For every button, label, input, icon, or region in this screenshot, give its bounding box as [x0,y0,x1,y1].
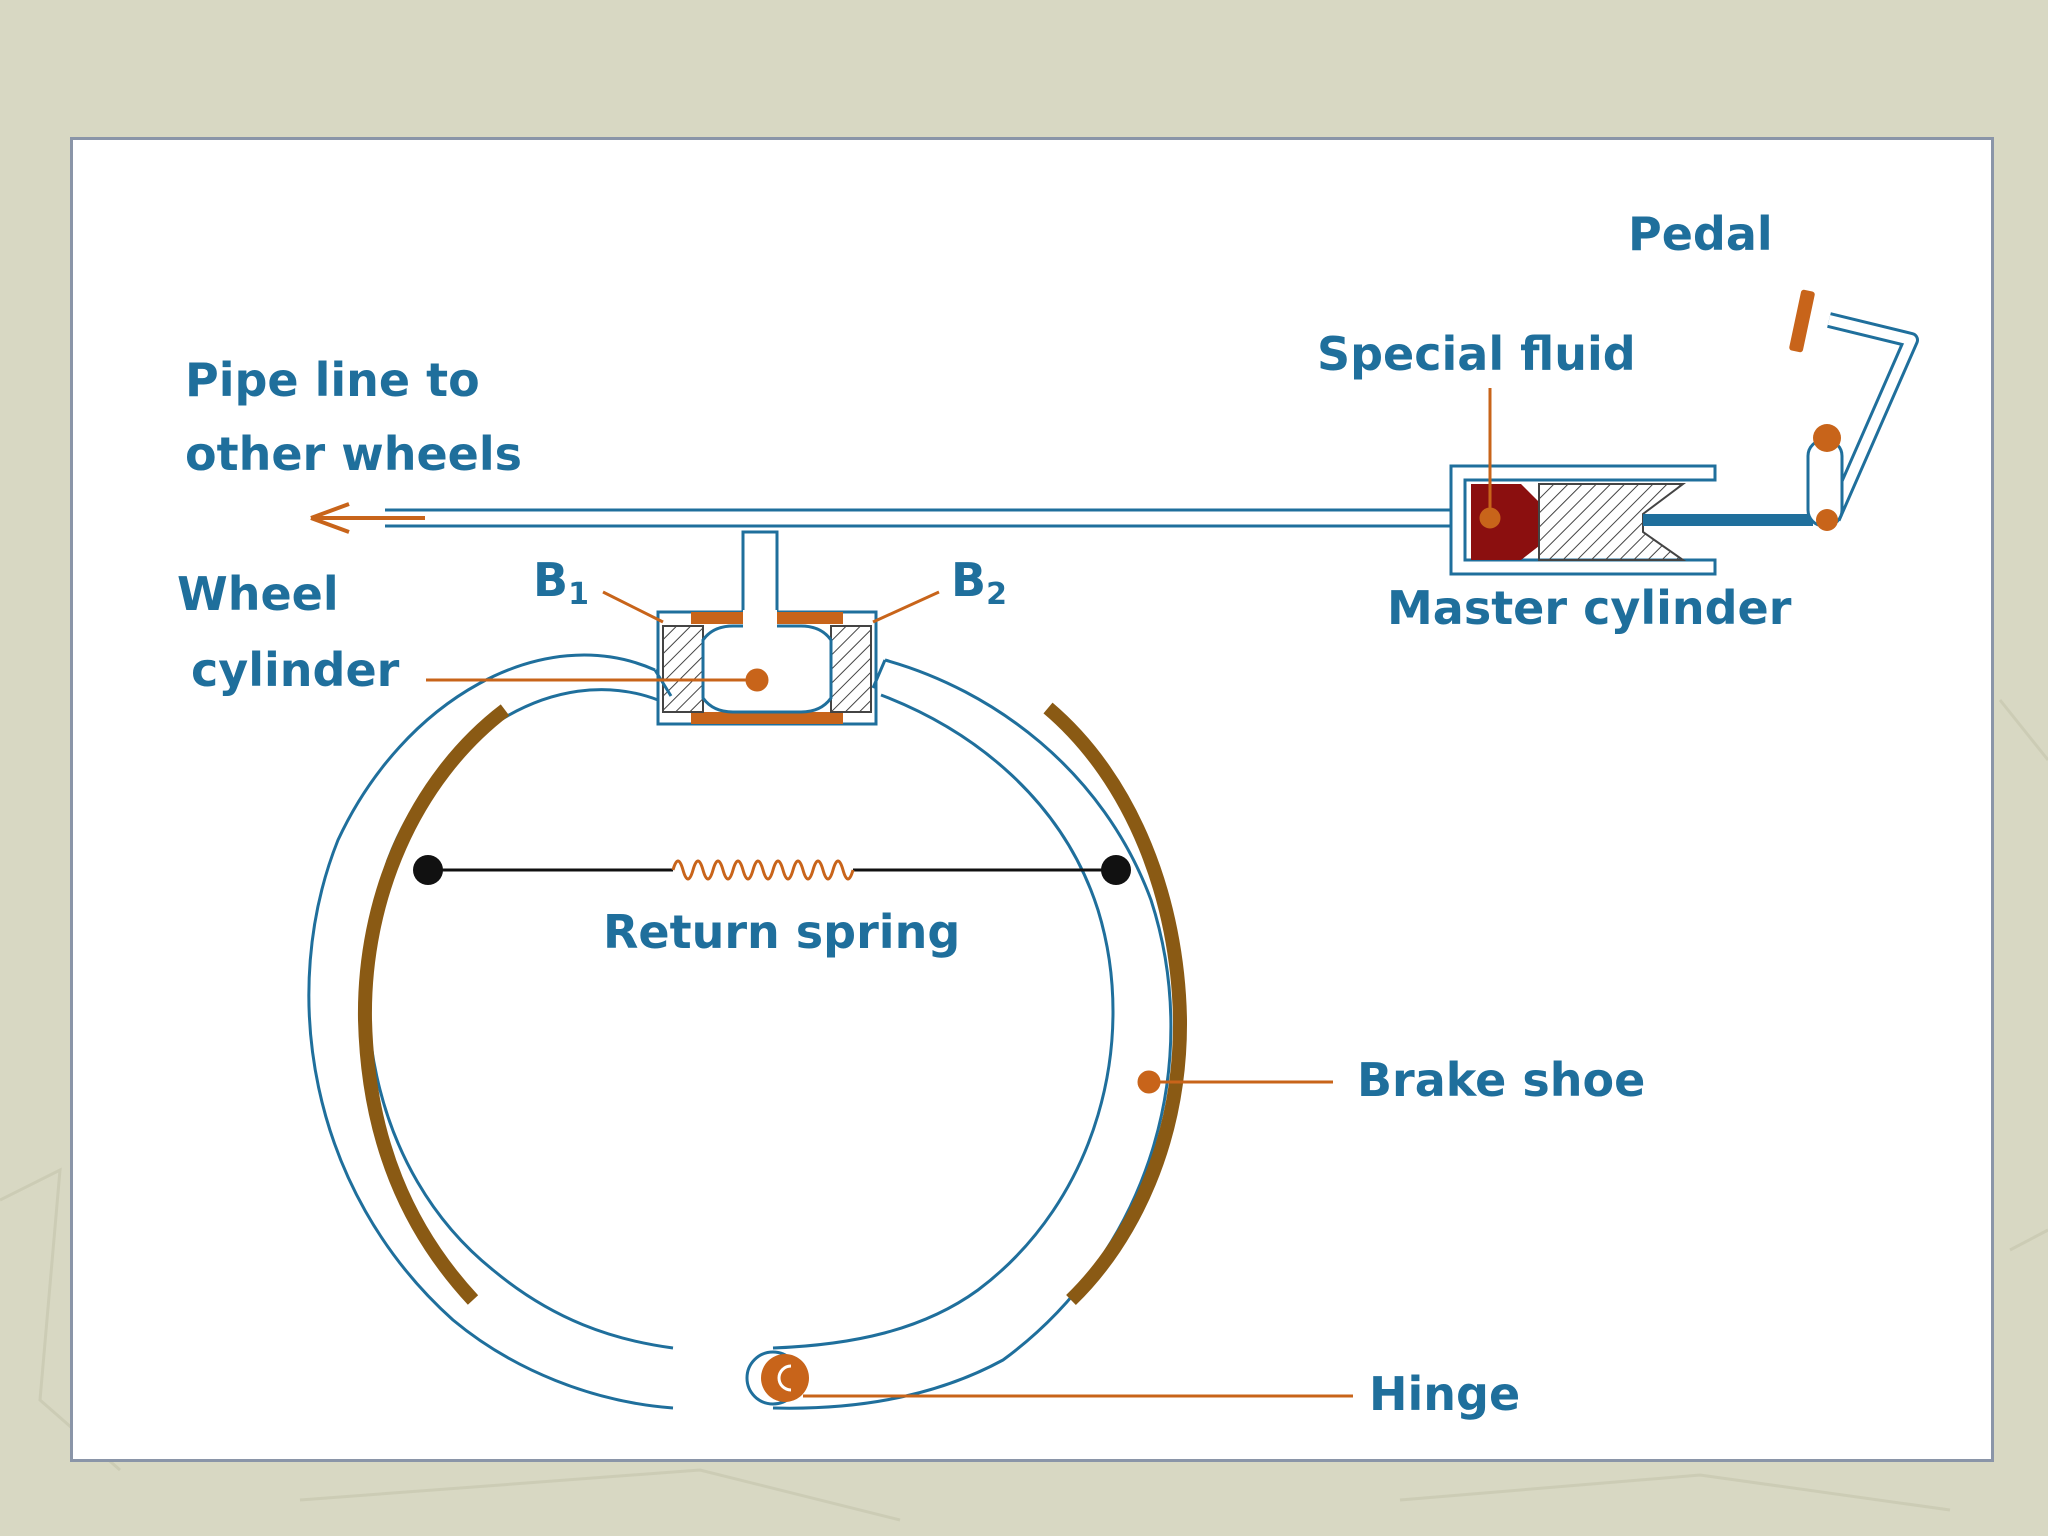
left-spring-anchor [413,855,443,885]
master-piston [1538,483,1687,561]
label-pipe-line-1: Pipe line to [185,353,480,407]
pipe-line [310,502,1451,534]
b1-letter: B [533,553,568,607]
return-spring [413,855,1131,885]
hydraulic-brake-diagram: Pedal Special fluid Pipe line to other w… [177,207,1919,1421]
pedal-pivot [1813,424,1841,452]
left-brake-lining [357,704,510,1305]
label-special-fluid: Special fluid [1317,327,1636,381]
label-wheel-cylinder-2: cylinder [191,643,400,697]
pedal-pad [1789,289,1815,353]
right-spring-anchor [1101,855,1131,885]
special-fluid-dot [1479,507,1501,529]
labels: Pedal Special fluid Pipe line to other w… [177,207,1792,1421]
wheel-cylinder [656,610,878,726]
diagram-panel: Pedal Special fluid Pipe line to other w… [70,137,1994,1462]
brake-shoe-dot [1137,1070,1161,1094]
bg-stroke [2009,1228,2048,1252]
b1-leader [602,590,664,624]
label-b2: B2 [951,553,1007,612]
master-cylinder [1449,464,1813,576]
wheel-cylinder-bottom-seal [691,712,843,724]
wheel-cylinder-inlet [743,610,777,630]
right-brake-lining [1043,702,1188,1306]
piston-b2 [830,625,872,713]
pedal-lever [1789,289,1919,531]
bg-stroke [1399,1473,1951,1512]
pipe-stub [741,530,779,614]
pushrod-pivot [1816,509,1838,531]
bg-stroke [299,1468,901,1522]
label-hinge: Hinge [1369,1367,1520,1421]
label-return-spring: Return spring [603,905,960,959]
label-b1: B1 [533,553,589,612]
b2-leader [872,590,940,624]
b2-letter: B [951,553,986,607]
hinge [745,1350,809,1406]
wheel-cylinder-dot [745,668,769,692]
push-rod [1643,514,1813,526]
bg-stroke [1998,699,2048,761]
b1-subscript: 1 [568,577,589,612]
label-pipe-line-2: other wheels [185,427,522,481]
left-arrow-icon [310,502,350,534]
label-wheel-cylinder-1: Wheel [177,567,339,621]
special-fluid-chamber [1471,484,1539,560]
leader-lines [426,388,1501,1398]
b2-subscript: 2 [986,577,1007,612]
brake-linings [357,702,1188,1306]
label-brake-shoe: Brake shoe [1357,1053,1645,1107]
label-master-cylinder: Master cylinder [1387,581,1792,635]
piston-b1 [662,625,704,713]
label-pedal: Pedal [1628,207,1773,261]
spring-coil [671,859,855,881]
